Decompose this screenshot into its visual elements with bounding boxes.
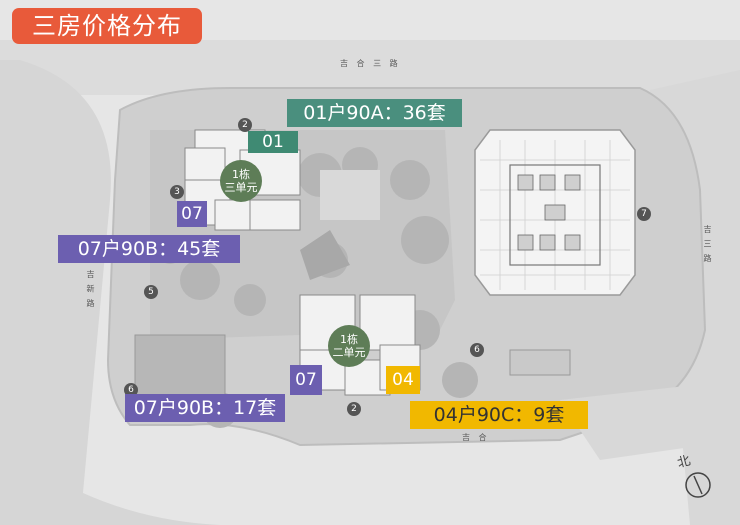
callout-07-90b-45: 07户90B：45套 xyxy=(58,235,240,263)
building-1-unit-3-line2: 三单元 xyxy=(224,181,258,194)
road-label-left: 吉 新 路 xyxy=(86,270,95,310)
marker-5: 5 xyxy=(144,285,158,299)
unit-01[interactable]: 01 xyxy=(248,131,298,153)
callout-01-90a: 01户90A：36套 xyxy=(287,99,462,127)
page-title: 三房价格分布 xyxy=(12,8,202,44)
compass-icon xyxy=(685,472,711,498)
road-label-bottom: 吉 合 xyxy=(462,433,490,442)
callout-07-90b-17: 07户90B：17套 xyxy=(125,394,285,422)
building-1-unit-2-line2: 二单元 xyxy=(332,346,366,359)
road-label-right: 吉 三 路 xyxy=(703,225,712,265)
road-label-top: 吉 合 三 路 xyxy=(340,59,401,68)
building-1-unit-2-line1: 1栋 xyxy=(340,333,358,346)
marker-2-bottom: 2 xyxy=(347,402,361,416)
marker-3: 3 xyxy=(170,185,184,199)
unit-07-bottom[interactable]: 07 xyxy=(290,365,322,395)
marker-6-right: 6 xyxy=(470,343,484,357)
building-1-unit-3-label: 1栋 三单元 xyxy=(220,160,262,202)
unit-04[interactable]: 04 xyxy=(386,366,420,394)
marker-6-left: 6 xyxy=(124,383,138,397)
callout-04-90c: 04户90C：9套 xyxy=(410,401,588,429)
unit-07-top[interactable]: 07 xyxy=(177,201,207,227)
building-1-unit-3-line1: 1栋 xyxy=(232,168,250,181)
building-1-unit-2-label: 1栋 二单元 xyxy=(328,325,370,367)
marker-7: 7 xyxy=(637,207,651,221)
marker-2-top: 2 xyxy=(238,118,252,132)
